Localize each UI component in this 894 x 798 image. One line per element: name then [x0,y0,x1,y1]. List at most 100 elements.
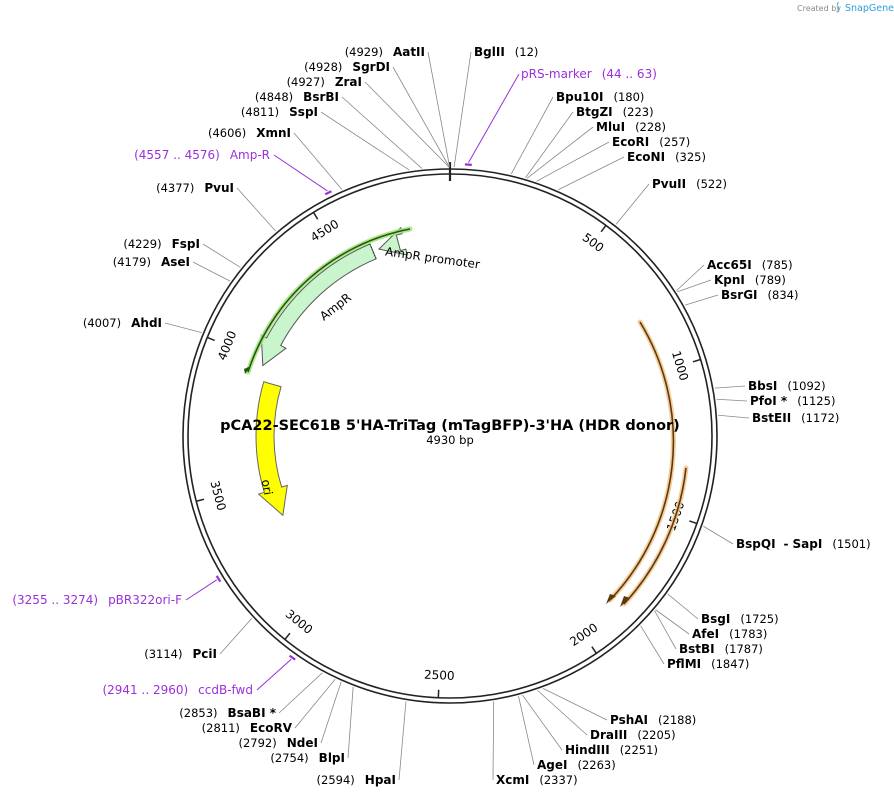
primer-name: pBR322ori-F [108,593,182,607]
enzyme-leader [510,96,554,175]
enzyme-site[interactable]: BsgI(1725) [667,593,779,626]
enzyme-position: (325) [675,150,706,164]
enzyme-site[interactable]: EcoRI(257) [536,135,691,182]
enzyme-site[interactable]: HindIII (2251) [522,694,658,757]
enzyme-site[interactable]: (2792)NdeI [239,681,342,750]
orf-green[interactable] [244,226,413,375]
primer-site[interactable]: (3255 .. 3274)pBR322ori-F [12,575,222,607]
enzyme-site[interactable]: BbsI(1092) [714,379,826,393]
enzyme-site[interactable]: BspQI-SapI(1501) [703,525,871,551]
enzyme-leader [684,294,719,306]
enzyme-leader [392,66,450,168]
enzyme-position: (4811) [241,105,279,119]
enzyme-leader [202,243,241,268]
enzyme-site[interactable]: (2754)BlpI [270,686,354,765]
ori-arrow[interactable] [255,381,288,517]
enzyme-label: XcmI(2337) [496,773,578,787]
enzyme-leader [677,279,712,293]
enzyme-leader [427,51,451,168]
credit-snapgene: SnapGene [845,3,894,14]
enzyme-site[interactable]: (2811)EcoRV [202,679,336,735]
enzyme-position: (4927) [287,75,325,89]
enzyme-label: (4377)PvuI [156,181,234,195]
enzyme-leader [676,264,705,292]
enzyme-name: FspI [172,237,200,251]
enzyme-site[interactable]: BglII(12) [453,45,538,168]
enzyme-leader [536,141,610,182]
enzyme-site[interactable]: MluI(228) [526,120,666,179]
enzyme-site[interactable]: BsrGI(834) [684,288,798,306]
enzyme-site[interactable]: (2594)HpaI [317,701,407,787]
enzyme-site[interactable]: (4929)AatII [345,45,451,168]
primer-label: (3255 .. 3274)pBR322ori-F [12,593,182,607]
ampr-arrow[interactable] [260,243,377,367]
enzyme-site[interactable]: AfeI(1783) [655,609,767,641]
enzyme-name: SspI [289,105,318,119]
enzyme-leader [294,679,336,729]
tick-label: 4500 [308,217,341,245]
enzyme-label: (4007)AhdI [83,316,162,330]
enzyme-position: (834) [768,288,799,302]
enzyme-site[interactable]: (4606)XmnI [208,126,343,190]
enzyme-site[interactable]: KpnI(789) [677,273,786,293]
enzyme-site[interactable]: DraIII(2205) [537,690,676,742]
ampr-promoter-arrow[interactable] [377,226,408,256]
enzyme-label: PflMI(1847) [667,657,749,671]
primer-leader [185,579,218,601]
enzyme-site[interactable]: XcmI(2337) [492,701,578,787]
enzyme-site[interactable]: EcoNI(325) [558,150,706,191]
tick-label: 3000 [283,607,316,637]
enzyme-site[interactable]: PflMI(1847) [640,625,750,671]
enzyme-site[interactable]: (4229)FspI [123,237,241,268]
tick-mark [692,358,701,363]
enzyme-position: (2251) [620,743,658,757]
enzyme-position: (2792) [239,736,277,750]
enzyme-site[interactable]: BstBI(1787) [654,610,763,656]
orf-orange-2[interactable] [620,465,689,607]
primer-site[interactable]: (4557 .. 4576)Amp-R [134,148,332,196]
enzyme-site[interactable]: BstEII(1172) [718,411,839,425]
enzyme-site[interactable]: PvuII(522) [615,177,727,225]
enzyme-position: (4377) [156,181,194,195]
enzyme-name: MluI [596,120,625,134]
enzyme-label: EcoNI(325) [627,150,706,164]
enzyme-name: AatII [393,45,425,59]
enzyme-leader [655,609,690,635]
enzyme-site[interactable]: (4179)AseI [113,255,231,282]
enzyme-site[interactable]: (3114)PciI [144,617,253,661]
enzyme-leader [341,96,423,169]
enzyme-site[interactable]: Acc65I(785) [676,258,793,292]
enzyme-leader [453,51,472,168]
enzyme-leader [718,414,750,419]
enzyme-site[interactable]: (4927)ZraI [287,75,450,168]
enzyme-label: BglII(12) [474,45,538,59]
primer-site[interactable]: pRS-marker(44 .. 63) [464,67,657,166]
enzyme-site[interactable]: PshAI(2188) [542,688,696,727]
enzyme-position: (180) [613,90,644,104]
orf-orange-1[interactable] [606,319,676,604]
enzyme-site[interactable]: (2853)BsaBI * [179,672,323,720]
primer-range: (2941 .. 2960) [102,683,188,697]
primer-name: ccdB-fwd [198,683,253,697]
enzyme-site[interactable]: Bpu10I(180) [510,90,644,175]
enzyme-leader [667,593,699,620]
enzyme-site[interactable]: (4848)BsrBI [255,90,423,169]
enzyme-leader [537,690,588,736]
enzyme-leader [278,672,323,714]
enzyme-site[interactable]: (4928)SgrDI [304,60,450,168]
primer-label: pRS-marker(44 .. 63) [521,67,657,81]
enzyme-name: HindIII [565,743,610,757]
enzyme-label: BsrGI(834) [721,288,798,302]
enzyme-label: Bpu10I(180) [556,90,644,104]
enzyme-site[interactable]: (4811) SspI [241,105,410,171]
enzyme-label: (2754)BlpI [270,751,345,765]
enzyme-site[interactable]: AgeI(2263) [518,696,616,772]
enzyme-site[interactable]: BtgZI(223) [525,105,654,179]
enzyme-site[interactable]: (4377)PvuI [156,181,277,232]
enzyme-position: (2205) [637,728,675,742]
enzyme-site[interactable]: PfoI *(1125) [716,394,835,408]
enzyme-site[interactable]: (4007)AhdI [83,316,202,334]
enzyme-label: MluI(228) [596,120,666,134]
primer-site[interactable]: (2941 .. 2960) ccdB-fwd [102,654,296,697]
